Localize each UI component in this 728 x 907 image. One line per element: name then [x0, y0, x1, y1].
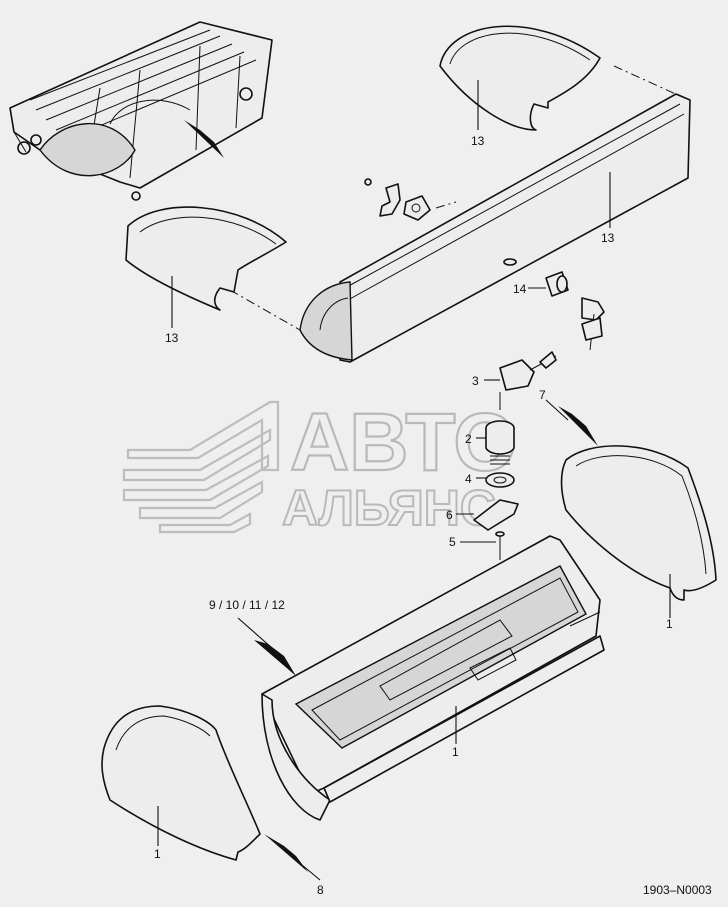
upper-rail — [229, 65, 691, 363]
callout-8: 8 — [317, 883, 324, 897]
callouts: 13 13 13 14 3 2 4 6 5 7 1 1 1 9 / 10 / 1… — [154, 134, 712, 897]
leader-lines — [157, 80, 671, 881]
drawing-code: 1903–N0003 — [643, 883, 712, 897]
arrow-8-icon — [264, 834, 308, 872]
arrow-9-12-icon — [254, 640, 296, 676]
upper-end-cap — [439, 25, 601, 131]
arrow-frame-icon — [184, 120, 224, 158]
cam-6 — [473, 499, 519, 531]
watermark-logo-icon — [122, 400, 280, 534]
callout-14: 14 — [513, 282, 527, 296]
left-side-panel — [101, 705, 261, 861]
left-end-cap — [125, 206, 287, 311]
callout-1-left: 1 — [154, 847, 161, 861]
callout-2: 2 — [465, 432, 472, 446]
callout-1-housing: 1 — [452, 745, 459, 759]
lock-cylinder-14 — [545, 271, 605, 351]
arrow-7-icon — [558, 406, 598, 446]
watermark: АВТО АЛЬЯНС — [122, 396, 518, 537]
washer-4 — [485, 472, 515, 488]
callout-3: 3 — [472, 374, 479, 388]
callout-1-right: 1 — [666, 617, 673, 631]
callout-13-rail: 13 — [601, 231, 615, 245]
lock-parts-stack — [473, 351, 557, 560]
callout-9-10-11-12: 9 / 10 / 11 / 12 — [209, 598, 285, 612]
callout-13-top: 13 — [471, 134, 485, 148]
callout-13-left: 13 — [165, 331, 179, 345]
key-3 — [499, 359, 535, 391]
callout-5: 5 — [449, 535, 456, 549]
lower-housing — [261, 535, 605, 821]
hinge-bracket — [364, 178, 431, 221]
callout-4: 4 — [465, 472, 472, 486]
roof-frame-assembly — [9, 21, 273, 201]
watermark-line1: АВТО — [290, 397, 517, 488]
arrows — [184, 120, 598, 872]
right-side-panel — [560, 445, 717, 601]
callout-7: 7 — [539, 388, 546, 402]
watermark-line2: АЛЬЯНС — [282, 480, 496, 536]
callout-6: 6 — [446, 508, 453, 522]
